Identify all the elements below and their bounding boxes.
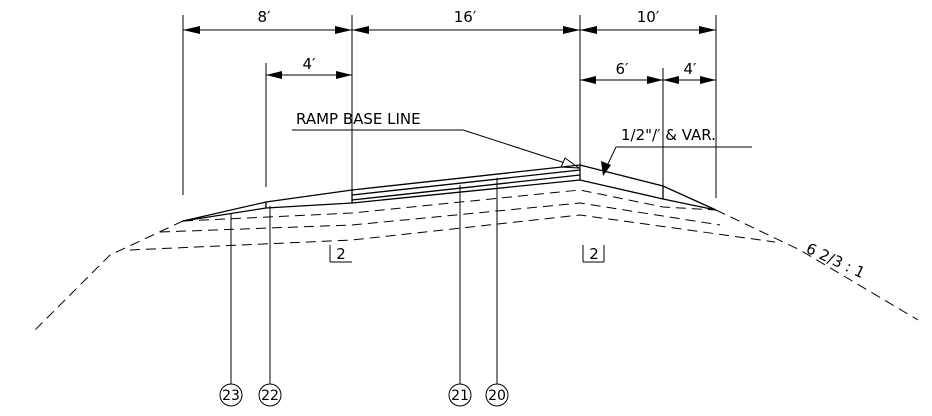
dim-right-shoulder: 10′ [637,8,660,26]
underdrain-marker-right-label: 2 [589,245,599,263]
left-inner-dimension-line [266,71,352,79]
callout-23: 23 [222,388,240,404]
subbase-layers [129,189,776,251]
base-line-label: RAMP BASE LINE [296,110,421,128]
right-inner-dimension-line [580,76,716,84]
underdrain-marker-left [329,245,352,263]
underdrain-marker-left-label: 2 [336,245,346,263]
extension-lines [182,15,717,198]
callout-leaders [230,178,498,384]
dim-lane: 16′ [454,8,477,26]
callout-circle-20 [485,383,509,407]
callout-22: 22 [261,388,279,404]
callout-circle-23 [219,383,243,407]
callout-circle-21 [448,383,472,407]
dim-right-inner-a: 6′ [616,60,630,78]
depth-note-leader [601,146,752,176]
depth-note-label: 1/2"/′ & VAR. [621,126,716,144]
pavement-section [182,164,717,222]
slope-label: 6 2/3 : 1 [803,239,867,282]
callout-21: 21 [451,388,469,404]
dim-right-inner-b: 4′ [684,60,698,78]
base-line-leader [292,129,581,169]
top-dimension-line [183,26,716,34]
side-slopes [34,209,919,331]
callout-circle-22 [258,383,282,407]
dim-left-inner: 4′ [303,55,317,73]
dim-left-shoulder: 8′ [258,8,272,26]
callout-20: 20 [488,388,506,404]
underdrain-marker-right [582,245,605,263]
